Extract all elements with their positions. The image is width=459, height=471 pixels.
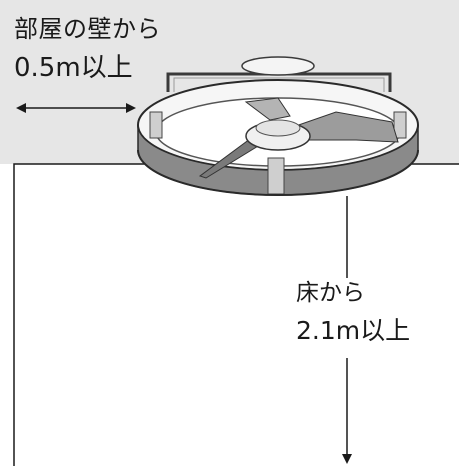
wall-distance-arrow [16, 103, 136, 113]
wall-distance-value: 0.5m以上 [14, 53, 133, 83]
wall-distance-label: 部屋の壁から [14, 15, 161, 43]
floor-distance-arrow [342, 196, 352, 464]
ceiling-fan-icon [137, 56, 419, 196]
floor-distance-value: 2.1m以上 [296, 316, 411, 345]
floor-distance-label: 床から [296, 280, 365, 306]
wall-line [13, 163, 459, 466]
